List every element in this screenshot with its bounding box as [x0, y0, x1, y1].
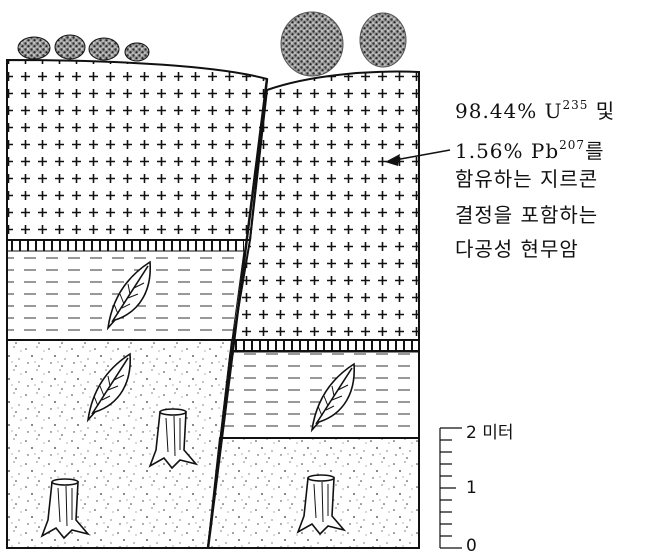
right-block [206, 70, 420, 549]
annotation-line-3: 함유하는 지르콘 [455, 167, 599, 191]
tree-stump-fossil [296, 474, 347, 536]
fault-line [206, 78, 269, 549]
annotation-line-5: 다공성 현무암 [455, 237, 579, 261]
shrubs-left [17, 34, 150, 62]
tree-stump-fossil [148, 408, 199, 470]
scale-label-0: 0 [466, 536, 477, 556]
annotation-line-4: 결정을 포함하는 [455, 203, 599, 227]
leaf-fossil [310, 362, 355, 433]
scale-label-1: 1 [466, 478, 477, 498]
annotation-arrow [385, 149, 451, 166]
leaf-fossil [86, 352, 131, 423]
annotation-line-2: 1.56% Pb207를 [455, 138, 605, 163]
soil-hatch-left [7, 240, 244, 251]
basalt-layer-left [6, 58, 269, 241]
trees-right [280, 11, 407, 77]
scale-bar [439, 427, 462, 549]
soil-hatch-right [231, 340, 419, 352]
leaf-fossil [106, 260, 151, 331]
tree-stump-fossil [40, 478, 91, 540]
shale-layer-right [219, 351, 420, 439]
annotation-line-1: 98.44% U235 및 [455, 98, 616, 123]
scale-label-2m: 2 미터 [466, 423, 514, 443]
